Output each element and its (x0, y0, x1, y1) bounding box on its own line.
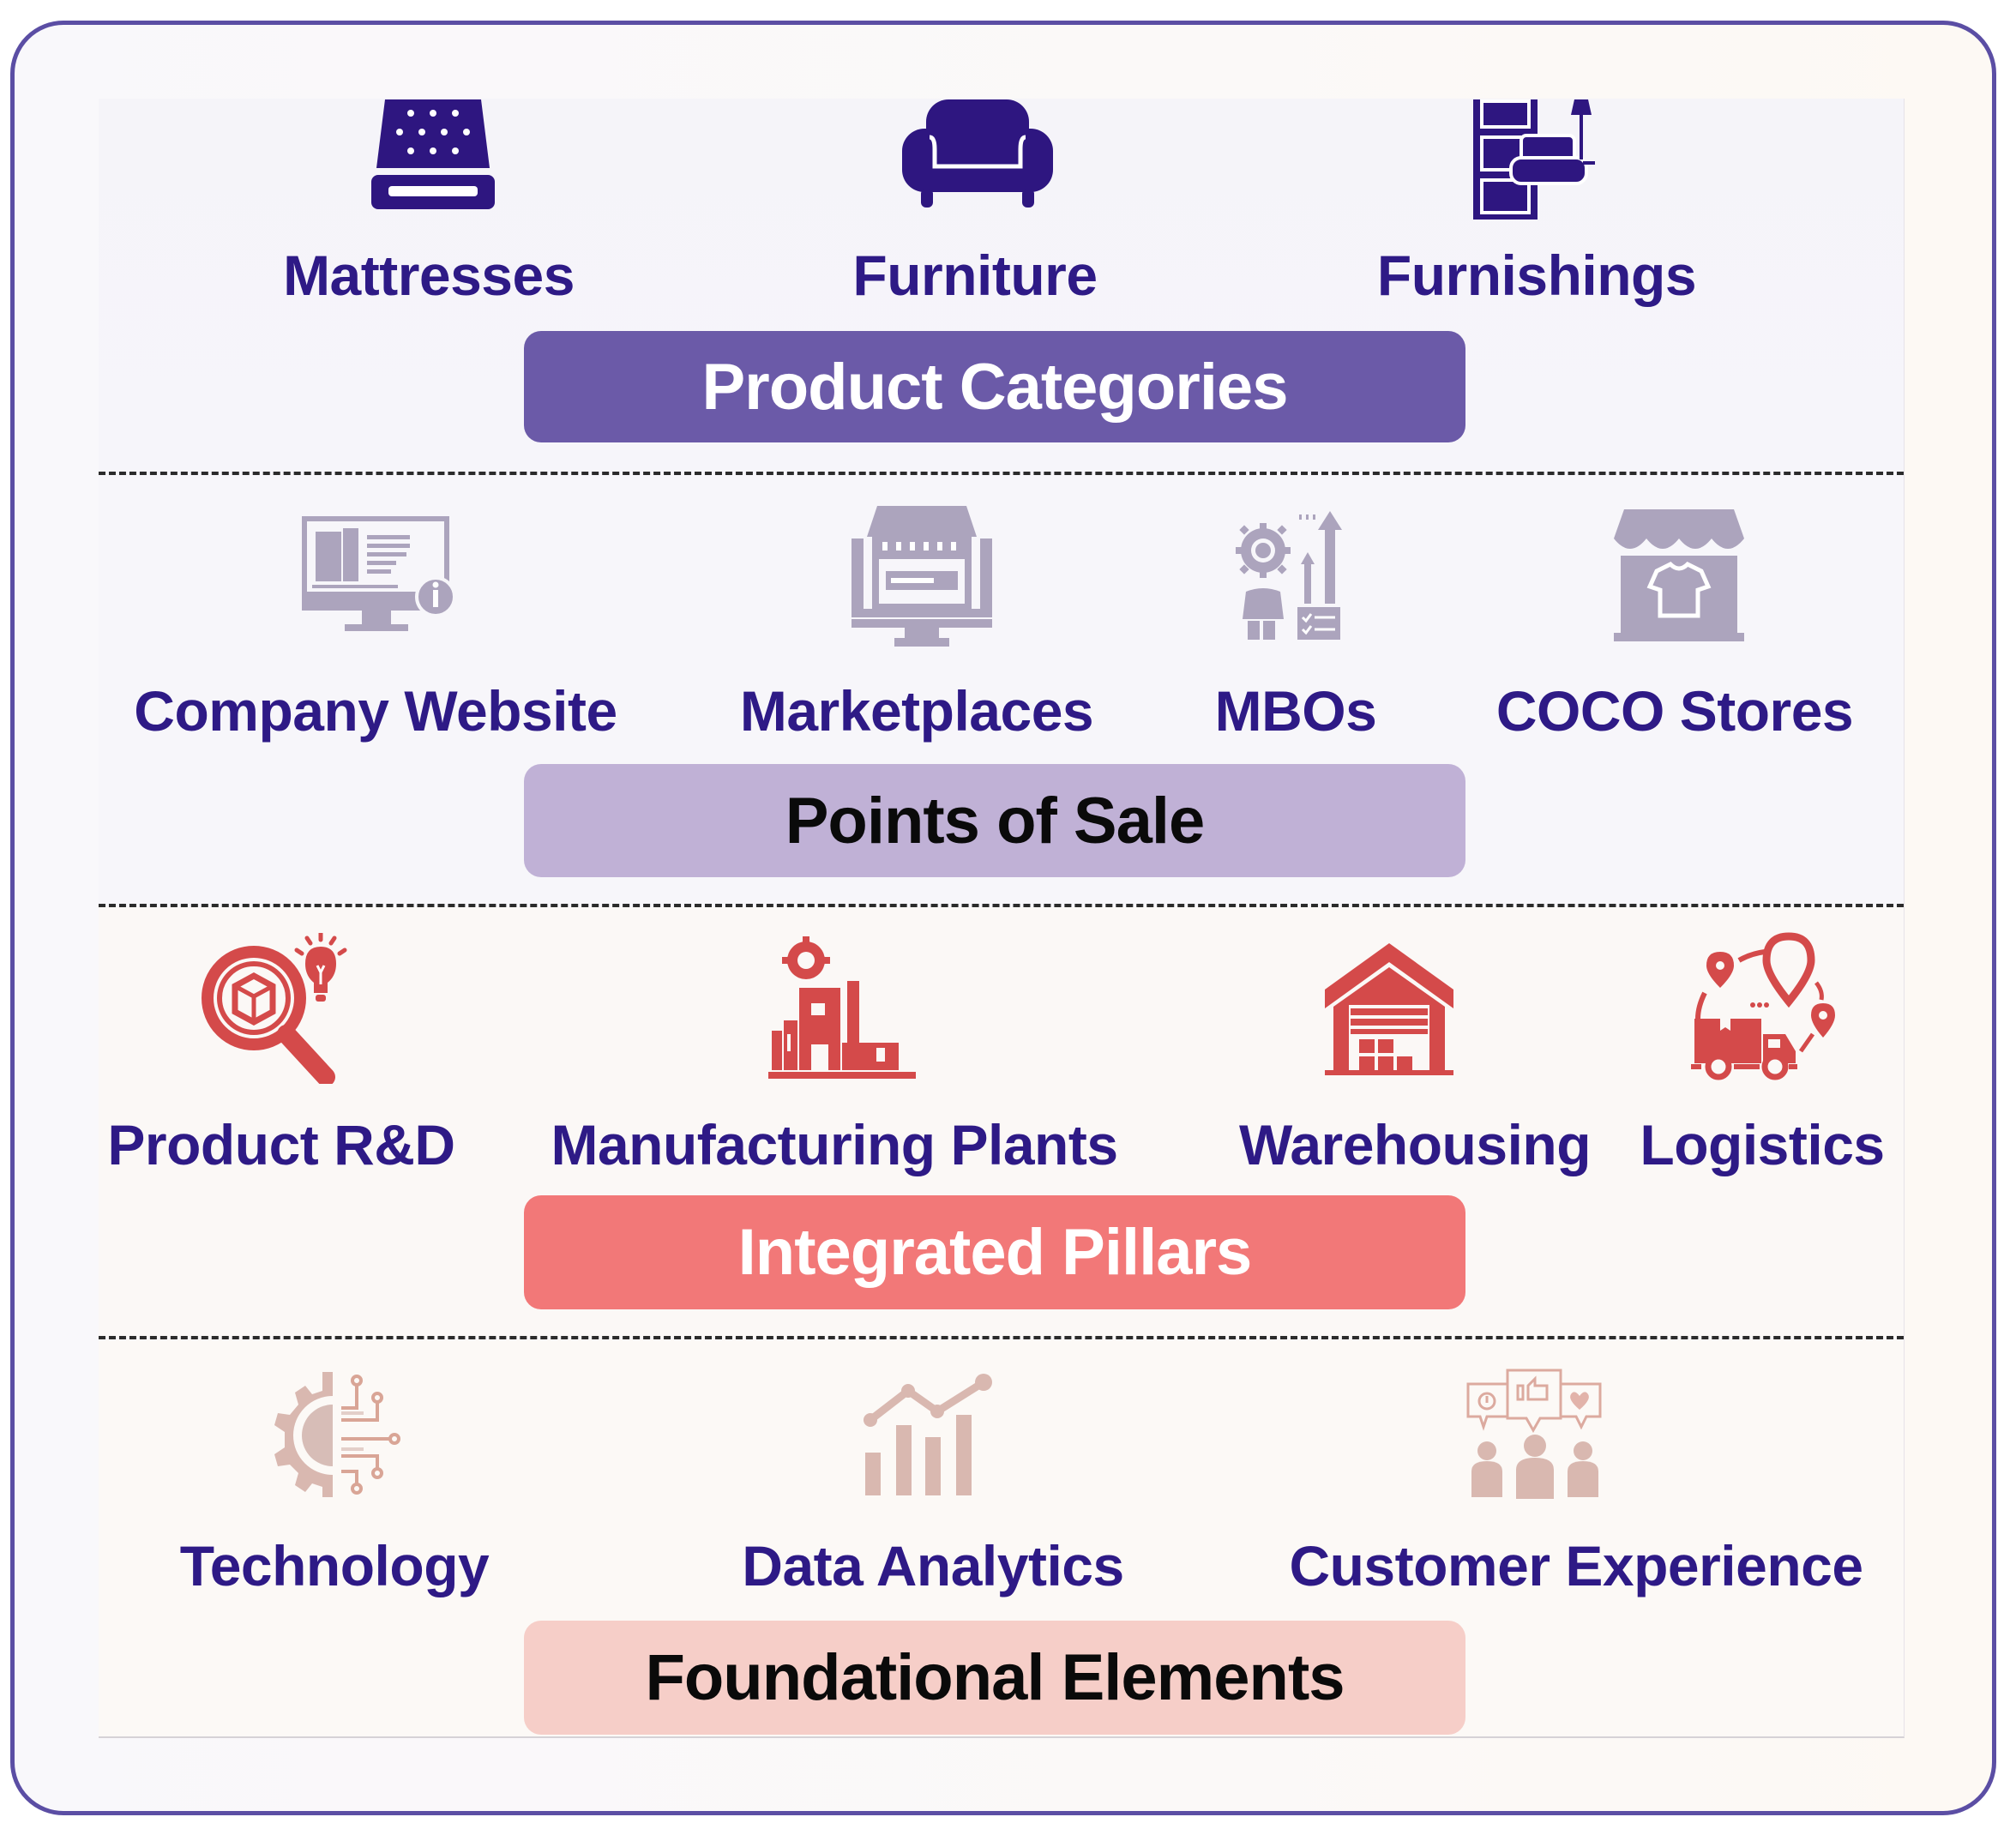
item-label-manufacturing-plants: Manufacturing Plants (551, 1113, 1118, 1176)
section-title-product-categories: Product Categories (524, 331, 1465, 442)
section-divider (99, 904, 1904, 907)
section-title-foundational-elements: Foundational Elements (524, 1621, 1465, 1735)
website-monitor-icon (302, 516, 456, 636)
customer-feedback-icon (1466, 1369, 1604, 1499)
item-label-technology: Technology (179, 1534, 490, 1597)
item-label-product-rd: Product R&D (107, 1113, 455, 1176)
online-store-icon (852, 506, 992, 648)
item-label-furniture: Furniture (852, 244, 1098, 307)
section-title-points-of-sale: Points of Sale (524, 764, 1465, 877)
item-label-marketplaces: Marketplaces (739, 679, 1094, 743)
item-label-logistics: Logistics (1640, 1113, 1885, 1176)
section-title-integrated-pillars: Integrated Pillars (524, 1195, 1465, 1309)
item-label-company-website: Company Website (134, 679, 617, 743)
delivery-truck-icon (1686, 931, 1840, 1086)
factory-icon (768, 935, 916, 1082)
research-magnifier-icon (197, 933, 360, 1084)
item-label-data-analytics: Data Analytics (742, 1534, 1124, 1597)
armchair-icon (902, 99, 1053, 208)
tech-gear-icon (274, 1370, 401, 1499)
analytics-chart-icon (864, 1372, 994, 1497)
furnishings-icon (1473, 99, 1604, 220)
item-label-mattresses: Mattresses (283, 244, 575, 307)
storefront-icon (1612, 509, 1746, 643)
retail-growth-icon (1229, 511, 1368, 641)
item-label-coco-stores: COCO Stores (1495, 679, 1854, 743)
item-label-mbos: MBOs (1214, 679, 1377, 743)
item-label-warehousing: Warehousing (1238, 1113, 1592, 1176)
mattress-icon (371, 99, 495, 209)
warehouse-icon (1325, 943, 1453, 1075)
section-divider (99, 1336, 1904, 1339)
section-divider (99, 472, 1904, 475)
item-label-furnishings: Furnishings (1376, 244, 1697, 307)
item-label-customer-experience: Customer Experience (1289, 1534, 1863, 1597)
